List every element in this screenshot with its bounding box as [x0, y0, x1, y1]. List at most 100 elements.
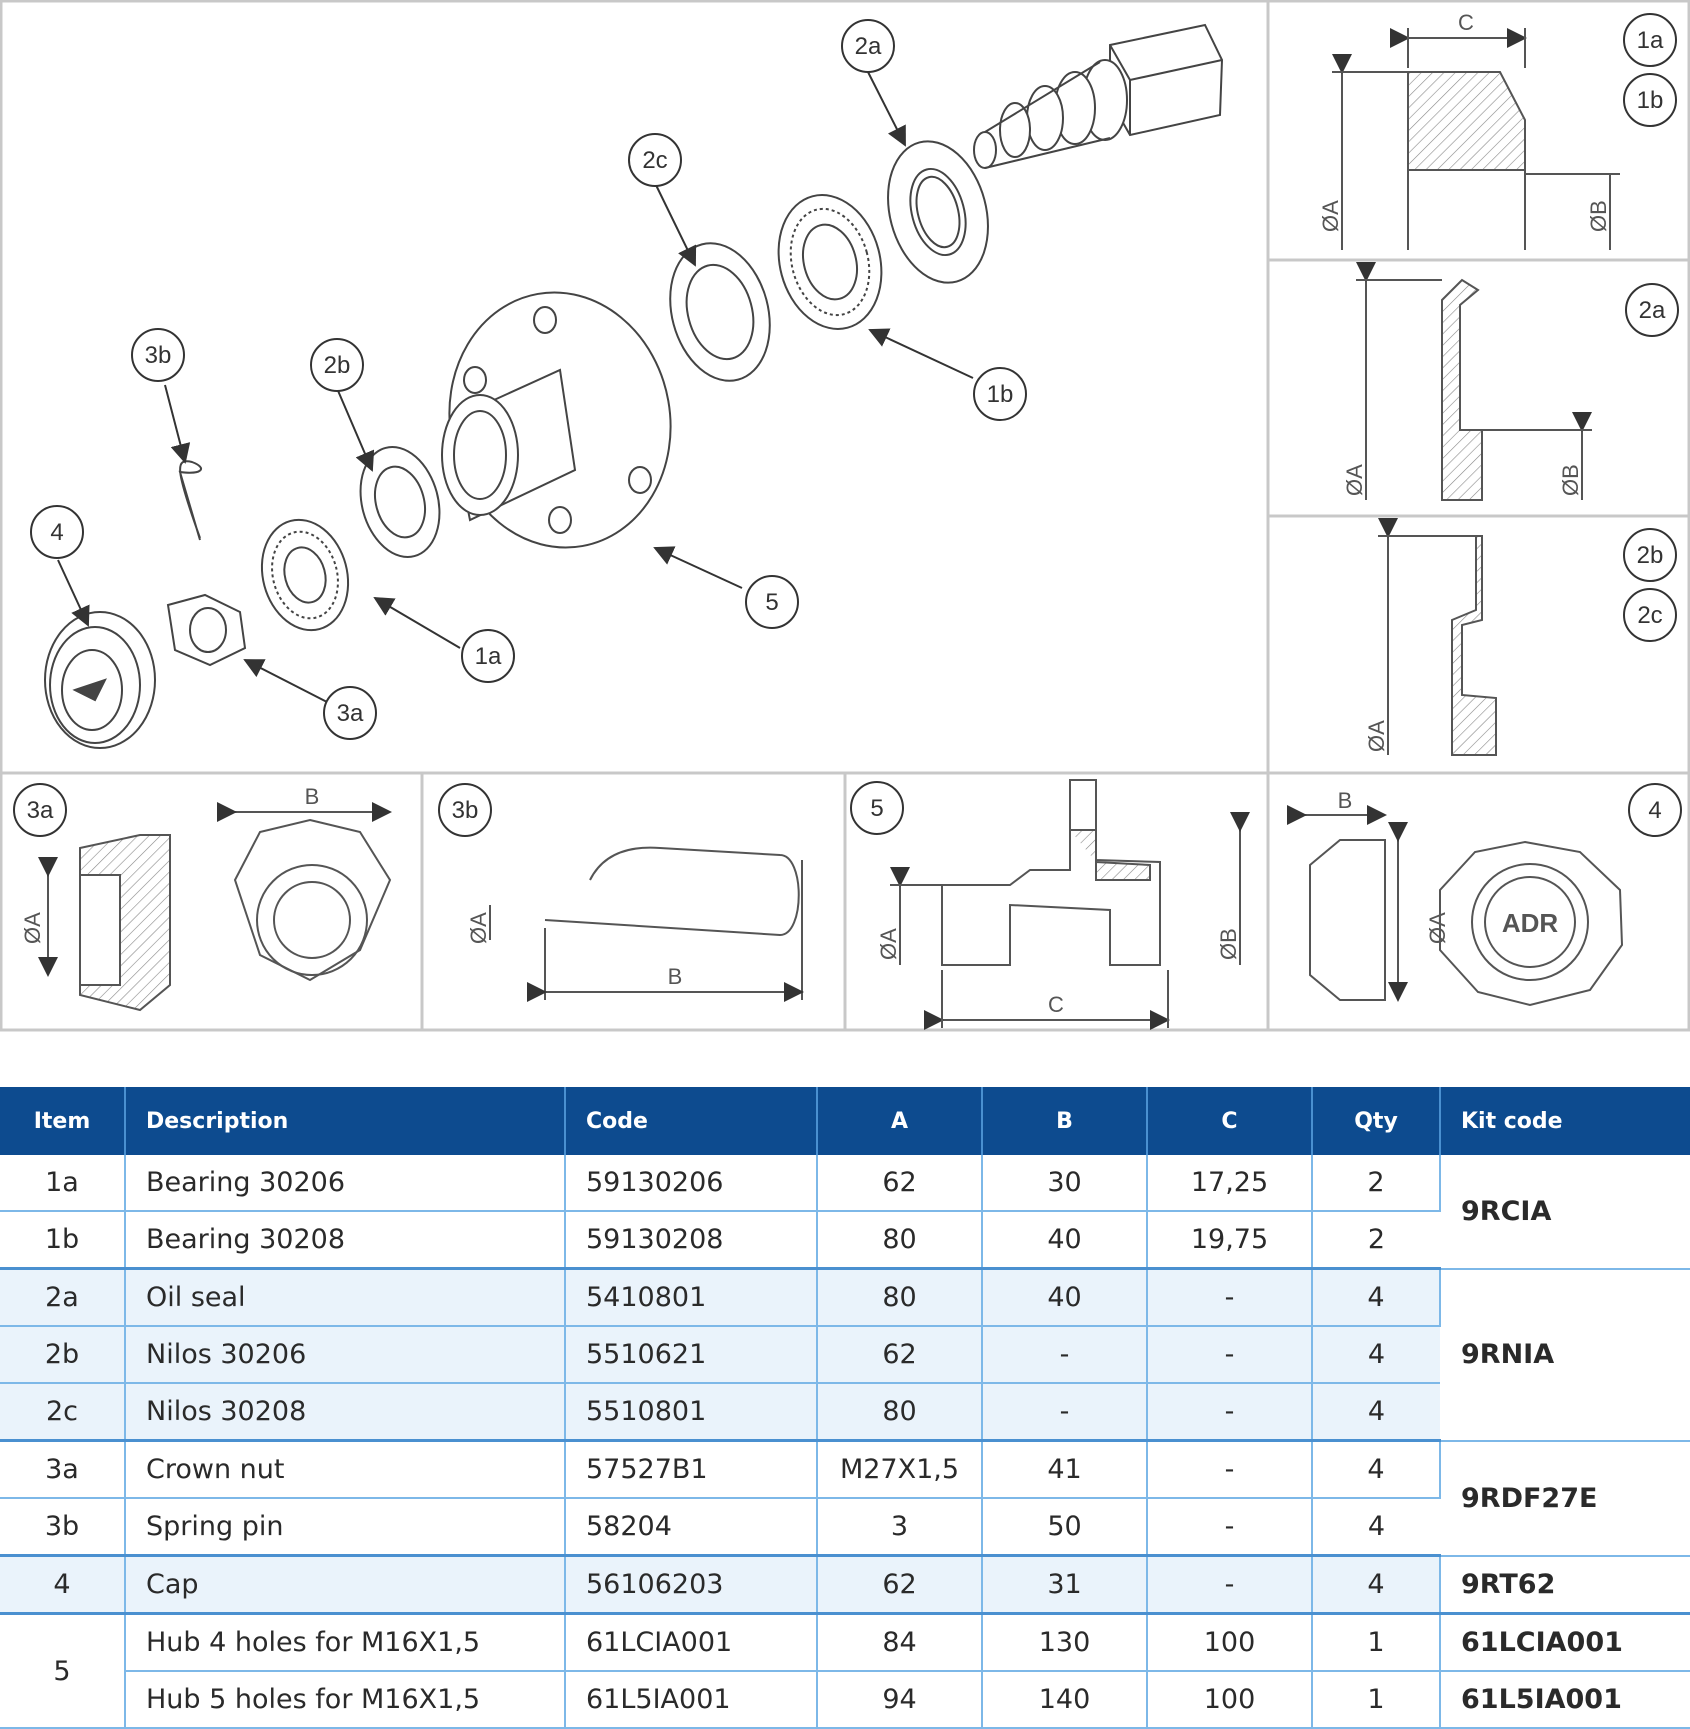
callout-bubbles: 2a 2c 1b 5 1a 3a 2b 3b 4	[30, 19, 1027, 740]
cell-description: Hub 5 holes for M16X1,5	[125, 1671, 566, 1729]
cell-c: 100	[1147, 1613, 1313, 1672]
cell-code: 5510801	[565, 1383, 818, 1442]
svg-text:B: B	[668, 964, 683, 989]
svg-text:ØA: ØA	[1318, 200, 1343, 232]
callout-4-detail: 4	[1628, 783, 1682, 837]
spindle-shape	[973, 23, 1224, 169]
cell-qty: 2	[1312, 1211, 1440, 1270]
cell-c: -	[1147, 1555, 1313, 1615]
svg-text:2b: 2b	[324, 352, 351, 379]
bearing-small-shape	[260, 518, 350, 632]
cell-item: 2a	[0, 1268, 126, 1327]
cell-c: 100	[1147, 1671, 1313, 1729]
cap-shape	[44, 611, 156, 749]
header-a: A	[817, 1087, 983, 1155]
cell-code: 59130206	[565, 1155, 818, 1212]
cap-detail-view	[1287, 805, 1624, 1007]
cell-b: -	[982, 1326, 1148, 1384]
svg-text:ØA: ØA	[466, 912, 491, 944]
header-kit-code: Kit code	[1440, 1087, 1690, 1155]
cell-c: -	[1147, 1268, 1313, 1327]
svg-text:2a: 2a	[855, 33, 882, 60]
callout-1b: 1b	[973, 367, 1027, 421]
cell-qty: 4	[1312, 1383, 1440, 1442]
cell-b: 30	[982, 1155, 1148, 1212]
cell-description: Crown nut	[125, 1440, 566, 1499]
svg-text:4: 4	[50, 519, 63, 546]
cell-qty: 1	[1312, 1671, 1441, 1729]
crown-nut-shape	[166, 593, 247, 667]
svg-text:C: C	[1048, 992, 1064, 1017]
cell-kit-code: 9RNIA	[1440, 1268, 1690, 1442]
header-c: C	[1147, 1087, 1313, 1155]
cell-a: 80	[817, 1211, 983, 1270]
cell-kit-code: 9RT62	[1440, 1555, 1690, 1615]
svg-text:ØA: ØA	[20, 912, 45, 944]
cell-c: -	[1147, 1383, 1313, 1442]
callout-1a-detail: 1a	[1623, 13, 1677, 67]
table-row: 3b Spring pin 58204 3 50 - 4	[0, 1498, 1690, 1557]
callout-3b: 3b	[131, 328, 185, 382]
cell-b: 40	[982, 1211, 1148, 1270]
svg-text:3a: 3a	[337, 700, 364, 727]
callout-5-detail: 5	[850, 781, 904, 835]
header-item: Item	[0, 1087, 126, 1155]
table-row: Hub 5 holes for M16X1,5 61L5IA001 94 140…	[0, 1671, 1690, 1729]
cell-description: Hub 4 holes for M16X1,5	[125, 1613, 566, 1672]
callout-3a: 3a	[323, 686, 377, 740]
bearing-large-shape	[777, 194, 883, 330]
table-row: 1a Bearing 30206 59130206 62 30 17,25 2 …	[0, 1155, 1690, 1270]
svg-text:1b: 1b	[1637, 87, 1664, 114]
svg-text:B: B	[1338, 788, 1353, 813]
cell-qty: 4	[1312, 1440, 1441, 1499]
cell-kit-code: 9RDF27E	[1440, 1440, 1690, 1557]
header-qty: Qty	[1312, 1087, 1441, 1155]
nilos-section-view	[1378, 518, 1497, 756]
table-row: 5 Hub 4 holes for M16X1,5 61LCIA001 84 1…	[0, 1613, 1690, 1729]
cell-description: Nilos 30208	[125, 1383, 566, 1442]
cell-a: 80	[817, 1383, 983, 1442]
cell-code: 58204	[565, 1498, 818, 1557]
svg-text:ØB: ØB	[1586, 200, 1611, 232]
cell-item: 3a	[0, 1440, 126, 1499]
cell-description: Bearing 30206	[125, 1155, 566, 1212]
crown-nut-section-view	[38, 802, 392, 1012]
cell-b: 31	[982, 1555, 1148, 1615]
callout-2c-detail: 2c	[1623, 588, 1677, 642]
svg-text:4: 4	[1648, 797, 1661, 824]
cell-code: 5410801	[565, 1268, 818, 1327]
cell-qty: 2	[1312, 1155, 1441, 1212]
cell-kit-code: 61L5IA001	[1440, 1671, 1690, 1729]
svg-text:ØB: ØB	[1216, 928, 1241, 960]
cell-description: Oil seal	[125, 1268, 566, 1327]
cell-item: 5	[0, 1613, 126, 1729]
cell-description: Nilos 30206	[125, 1326, 566, 1384]
adr-logo: ADR	[1502, 908, 1559, 938]
cell-a: 80	[817, 1268, 983, 1327]
svg-text:ØA: ØA	[876, 928, 901, 960]
callout-1b-detail: 1b	[1623, 73, 1677, 127]
spring-pin-shape	[178, 460, 203, 541]
cell-code: 57527B1	[565, 1440, 818, 1499]
svg-text:ØA: ØA	[1364, 720, 1389, 752]
bearing-section-view	[1332, 28, 1620, 250]
cell-item: 4	[0, 1555, 126, 1615]
parts-table: Item Description Code A B C Qty Kit code…	[0, 1087, 1690, 1729]
header-code: Code	[565, 1087, 818, 1155]
cell-a: 62	[817, 1155, 983, 1212]
cell-kit-code: 9RCIA	[1440, 1155, 1690, 1270]
leader-lines	[57, 71, 974, 703]
cell-code: 56106203	[565, 1555, 818, 1615]
callout-2a: 2a	[841, 19, 895, 73]
svg-text:1b: 1b	[987, 381, 1014, 408]
callout-2c: 2c	[628, 133, 682, 187]
svg-text:3a: 3a	[27, 797, 54, 824]
cell-code: 5510621	[565, 1326, 818, 1384]
cell-item: 2c	[0, 1383, 126, 1442]
svg-text:ØA: ØA	[1425, 912, 1450, 944]
table-row: 2c Nilos 30208 5510801 80 - - 4	[0, 1383, 1690, 1442]
cell-item: 3b	[0, 1498, 126, 1557]
svg-text:1a: 1a	[475, 643, 502, 670]
svg-text:C: C	[1458, 10, 1474, 35]
oil-seal-section-view	[1356, 262, 1592, 501]
